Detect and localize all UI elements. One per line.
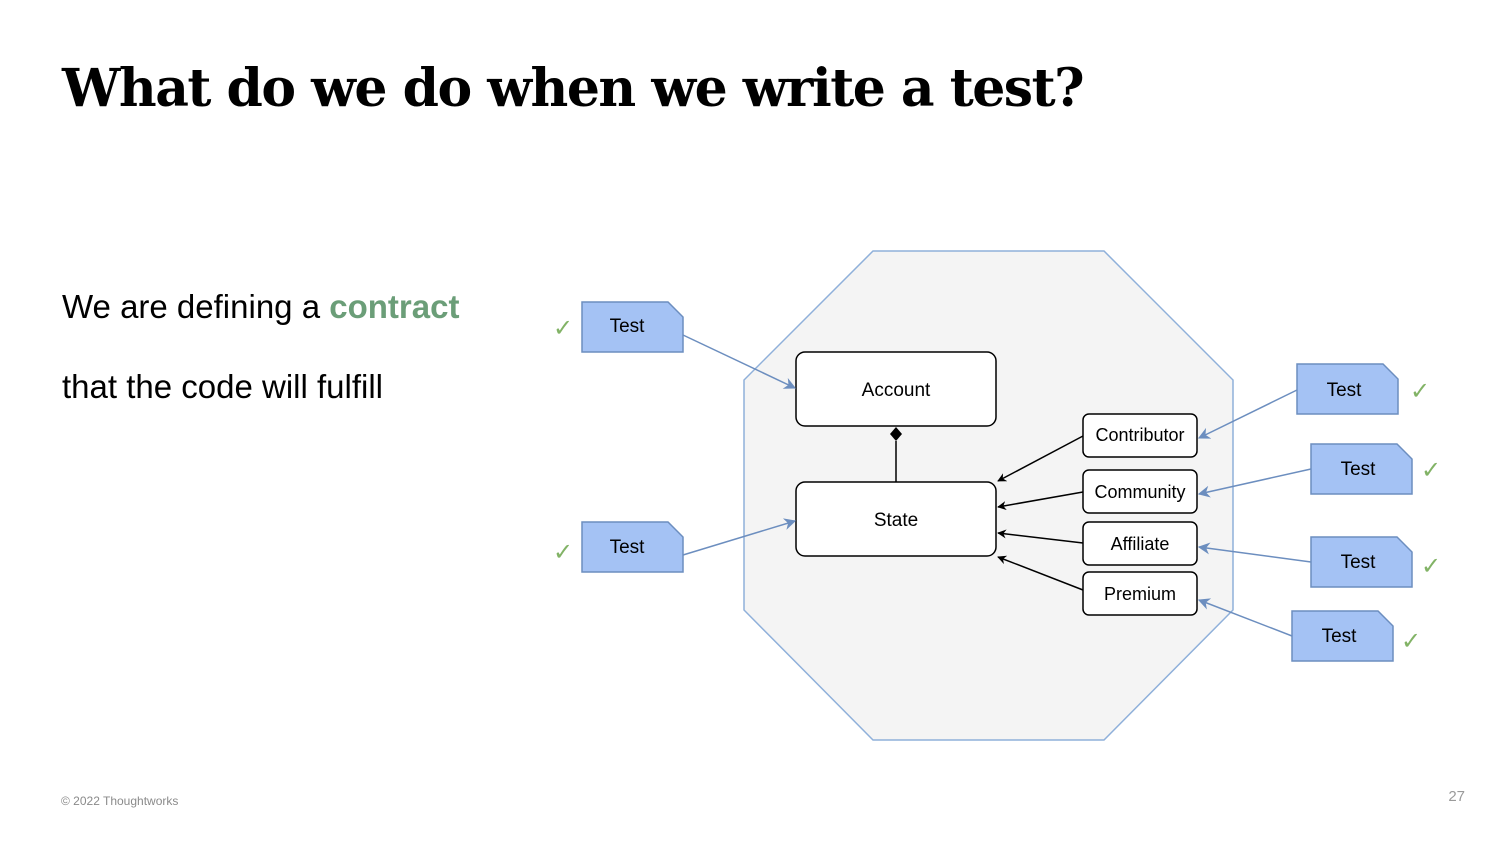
test-to-community-arrow [1197, 468, 1312, 498]
affiliate-label: Affiliate [1111, 534, 1170, 554]
contributor-to-state-arrow [997, 435, 1084, 482]
slide-title: What do we do when we write a test? [62, 58, 1085, 119]
community-label: Community [1094, 482, 1185, 502]
test-to-state-arrow [682, 518, 797, 556]
affiliate-to-state-arrow [997, 529, 1084, 544]
community-to-state-arrow [997, 491, 1084, 511]
premium-class: Premium [1082, 571, 1198, 616]
composition-link [890, 427, 902, 482]
test-to-premium-arrow [1197, 598, 1293, 637]
test-label: Test [1322, 626, 1358, 647]
state-class: State [795, 481, 997, 557]
premium-to-state-arrow [997, 555, 1084, 591]
affiliate-class: Affiliate [1082, 521, 1198, 566]
copyright-footer: © 2022 Thoughtworks [61, 794, 179, 808]
check-icon: ✓ [553, 315, 573, 342]
contributor-class: Contributor [1082, 413, 1198, 458]
body-line-contract: We are defining a contract [62, 288, 459, 326]
test-label: Test [1341, 459, 1377, 480]
test-box-account: Test [581, 301, 684, 353]
page-number: 27 [1448, 788, 1465, 805]
account-label: Account [862, 380, 931, 401]
test-box-community: Test [1310, 443, 1413, 495]
account-class: Account [795, 351, 997, 427]
body-text-prefix: We are defining a [62, 288, 330, 325]
test-box-affiliate: Test [1310, 536, 1413, 588]
test-box-contributor: Test [1296, 363, 1399, 415]
check-icon: ✓ [1410, 378, 1430, 405]
test-box-state: Test [581, 521, 684, 573]
test-box-premium: Test [1291, 610, 1394, 662]
check-icon: ✓ [1421, 553, 1441, 580]
test-label: Test [610, 537, 646, 558]
test-to-account-arrow [682, 334, 797, 389]
check-icon: ✓ [1401, 628, 1421, 655]
contributor-label: Contributor [1095, 425, 1184, 445]
test-to-affiliate-arrow [1197, 542, 1312, 563]
check-icon: ✓ [1421, 457, 1441, 484]
check-icon: ✓ [553, 539, 573, 566]
community-class: Community [1082, 469, 1198, 514]
body-line-fulfill: that the code will fulfill [62, 368, 383, 405]
test-to-contributor-arrow [1197, 389, 1298, 439]
premium-label: Premium [1104, 584, 1176, 604]
test-label: Test [610, 316, 646, 337]
test-label: Test [1327, 380, 1363, 401]
test-label: Test [1341, 552, 1377, 573]
contract-highlight: contract [329, 288, 460, 325]
state-label: State [874, 510, 918, 531]
